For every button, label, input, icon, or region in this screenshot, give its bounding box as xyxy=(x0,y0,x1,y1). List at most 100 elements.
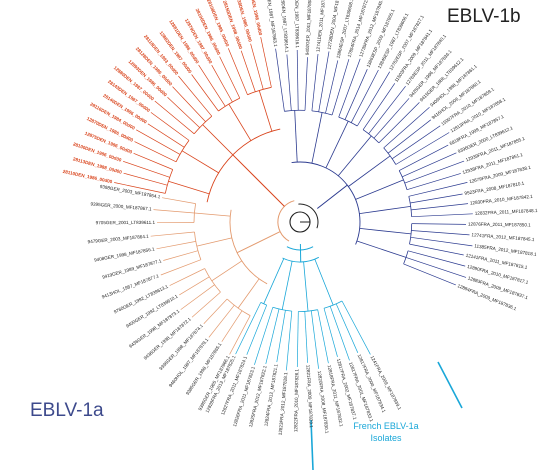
subclade-stem-navy xyxy=(311,112,323,164)
tip-branch-navy xyxy=(409,243,464,256)
tip-branch-cyan xyxy=(335,303,359,353)
tip-label-orange: 9395GER_2000_MF187867.1 xyxy=(90,201,152,211)
tip-branch-navy xyxy=(325,60,339,114)
tip-label-navy: 12830FRA_2010_MF187842.1 xyxy=(470,194,534,206)
tip-branch-navy xyxy=(411,223,467,225)
tip-branch-orange xyxy=(153,209,195,214)
tip-branch-orange xyxy=(180,284,215,310)
tip-branch-navy xyxy=(275,48,285,112)
tip-branch-orange xyxy=(163,250,199,261)
clade-stem-orange xyxy=(236,231,281,254)
tip-branch-navy xyxy=(411,213,473,218)
tip-label-orange: 9479GER_2003_MF187864.1 xyxy=(87,234,149,245)
tip-branch-cyan xyxy=(235,302,262,355)
subclade-stem-cyan xyxy=(281,261,293,310)
tip-branch-navy xyxy=(304,57,308,111)
clade-arc-navy xyxy=(291,161,361,245)
tip-branch-orange xyxy=(221,310,243,342)
tip-branch-cyan xyxy=(265,308,280,364)
tip-label-navy: 12730DEN_1987_LT839616.1 xyxy=(294,0,300,48)
tip-label-red: 28110DEN_1986_00d00 xyxy=(62,169,113,184)
tip-label-navy: 12729DEN_1987_LT839614.1 xyxy=(280,0,290,53)
subclade-stem-navy xyxy=(356,240,407,258)
tip-label-cyan: 12821FRA_2009_MF187829.1 xyxy=(305,365,313,429)
tip-branch-navy xyxy=(373,98,410,139)
tip-branch-navy xyxy=(344,69,368,120)
tip-branch-navy xyxy=(356,71,391,127)
tip-branch-navy xyxy=(331,59,350,116)
tip-branch-red xyxy=(114,182,166,194)
tip-branch-red xyxy=(123,172,168,186)
tip-branch-navy xyxy=(368,85,406,135)
subclade-arc-red xyxy=(193,115,213,135)
backbone-arc-1a xyxy=(277,200,295,242)
subclade-stem-cyan xyxy=(314,258,334,306)
french-isolates-pointer-right xyxy=(437,361,463,409)
tip-branch-navy xyxy=(411,230,470,236)
tip-branch-red xyxy=(133,152,173,170)
tip-label-navy: 9402GER_2011_MF187858.1 xyxy=(305,0,313,55)
tip-branch-cyan xyxy=(310,310,319,369)
subclade-stem-orange xyxy=(211,260,243,282)
tip-branch-navy xyxy=(407,250,466,267)
tip-branch-cyan xyxy=(341,300,371,355)
tip-branch-cyan xyxy=(323,308,338,357)
tip-branch-red xyxy=(198,64,226,107)
subclade-stem-red xyxy=(168,180,210,195)
french-isolates-pointer-left xyxy=(310,419,314,471)
tip-branch-navy xyxy=(296,49,299,111)
tip-branch-navy xyxy=(387,119,432,154)
tip-branch-red xyxy=(167,97,200,128)
subclade-stem-navy xyxy=(355,179,404,200)
tip-label-navy: 12884FRA_2009_MF187836.1 xyxy=(457,283,518,311)
tip-branch-cyan xyxy=(276,310,286,363)
tip-label-cyan: 12820FRA_2008_MF187830.1 xyxy=(317,370,330,434)
tip-branch-navy xyxy=(399,144,449,171)
tip-branch-orange xyxy=(191,291,221,318)
subclade-stem-red xyxy=(202,124,234,156)
tip-branch-cyan xyxy=(254,307,274,366)
tip-branch-red xyxy=(134,141,177,163)
tip-label-orange: 9705GER_2001_LT839611.1 xyxy=(96,220,156,225)
tip-branch-cyan xyxy=(286,311,293,371)
tip-label-navy: 12741FRA_2012_MF187845.1 xyxy=(471,232,535,242)
tip-branch-navy xyxy=(405,257,467,278)
tip-branch-red xyxy=(147,123,185,148)
subclade-arc-navy xyxy=(403,250,409,265)
subclade-stem-red xyxy=(181,150,219,174)
backbone-arc-1b xyxy=(298,203,319,229)
tip-label-red: 12881DEN_1986_00d00 xyxy=(168,19,200,65)
tip-branch-red xyxy=(150,112,190,141)
tip-label-orange: 9460HOL_1987_MF187878.1 xyxy=(168,337,210,388)
french-isolates-label: French EBLV-1a Isolates xyxy=(340,420,432,444)
tip-branch-navy xyxy=(395,132,450,165)
tip-branch-navy xyxy=(408,182,468,197)
tip-label-red: 28116DEN_1984_00d00 xyxy=(89,102,136,131)
subclade-stem-cyan xyxy=(263,258,285,304)
subclade-stem-cyan xyxy=(303,261,309,312)
tip-branch-orange xyxy=(179,276,210,296)
tip-branch-red xyxy=(178,75,213,117)
tip-branch-red xyxy=(191,74,219,112)
tip-branch-navy xyxy=(318,51,330,112)
tip-branch-cyan xyxy=(304,311,308,363)
tip-branch-navy xyxy=(404,160,465,184)
tip-label-navy: 11385FRA_2012_MF187818.1 xyxy=(474,243,537,257)
tip-branch-navy xyxy=(410,236,473,247)
subclade-stem-red xyxy=(228,103,252,141)
tip-branch-orange xyxy=(208,304,235,338)
clade-arc-orange xyxy=(229,209,268,285)
tip-branch-cyan xyxy=(317,309,329,364)
clade-arc-cyan xyxy=(282,256,320,263)
clade-stem-navy xyxy=(316,184,348,209)
tip-branch-red xyxy=(211,64,233,103)
tip-branch-red xyxy=(219,56,241,99)
tip-branch-navy xyxy=(402,152,457,178)
subclade-stem-orange xyxy=(196,237,232,247)
tip-branch-navy xyxy=(338,58,361,118)
tip-branch-orange xyxy=(150,231,195,237)
tip-branch-cyan xyxy=(296,311,299,368)
tip-branch-red xyxy=(260,37,272,88)
tip-branch-orange xyxy=(162,197,196,204)
tip-label-orange: 9436GER_1998_MF187873.1 xyxy=(128,308,181,349)
